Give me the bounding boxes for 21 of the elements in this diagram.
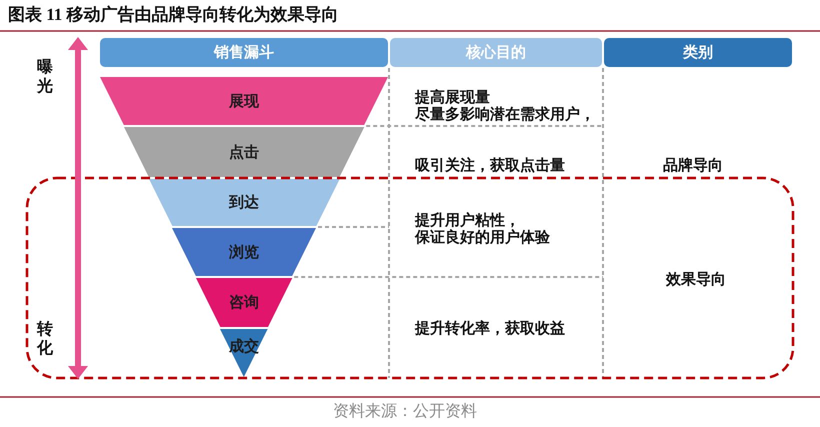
source-note: 资料来源：公开资料 [333, 402, 477, 422]
column-header: 核心目的 [390, 38, 602, 67]
purpose-text: 提高展现量 [415, 89, 490, 106]
category-text: 效果导向 [666, 271, 726, 288]
purpose-text: 吸引关注，获取点击量 [415, 157, 565, 174]
funnel-segment: 成交 [220, 328, 268, 378]
side-label: 曝光 [37, 58, 53, 96]
funnel-segment: 浏览 [172, 227, 316, 277]
funnel-segment: 点击 [124, 126, 364, 178]
funnel-segment: 到达 [148, 178, 340, 227]
funnel-segment: 咨询 [196, 277, 292, 328]
column-header: 类别 [604, 38, 792, 67]
side-label: 转化 [37, 320, 53, 358]
funnel-segment: 展现 [100, 76, 388, 126]
purpose-text: 保证良好的用户体验 [415, 229, 550, 246]
purpose-text: 尽量多影响潜在需求用户， [415, 106, 595, 123]
purpose-text: 提升用户粘性， [415, 212, 520, 229]
column-header: 销售漏斗 [100, 38, 388, 67]
purpose-text: 提升转化率，获取收益 [415, 320, 565, 337]
title: 图表 11 移动广告由品牌导向转化为效果导向 [8, 4, 339, 26]
category-text: 品牌导向 [663, 157, 723, 174]
